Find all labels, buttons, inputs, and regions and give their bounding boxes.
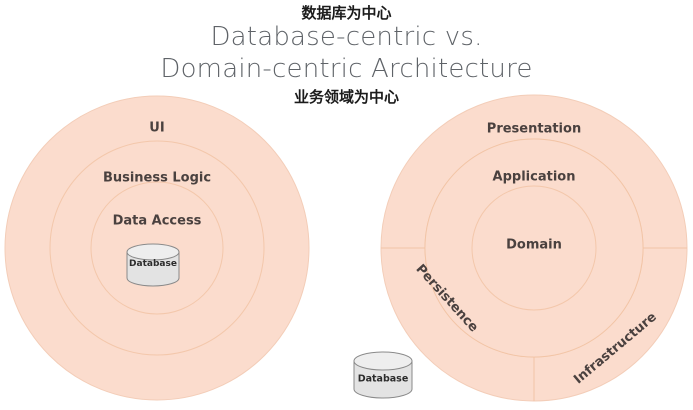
ring-application-restroke — [424, 138, 644, 358]
ring-data-access — [90, 181, 224, 315]
cylinder-top — [353, 351, 413, 371]
ring-business-logic — [49, 140, 265, 356]
ring-domain-restroke — [471, 185, 597, 311]
cylinder-top — [126, 243, 180, 261]
cylinder-body — [353, 360, 413, 399]
cylinder-body — [126, 251, 180, 287]
domain-centric-diagram — [380, 94, 688, 402]
outer-ring-dividers — [381, 138, 687, 401]
database-cylinder-bottom — [353, 351, 413, 399]
database-cylinder-left — [126, 243, 180, 287]
